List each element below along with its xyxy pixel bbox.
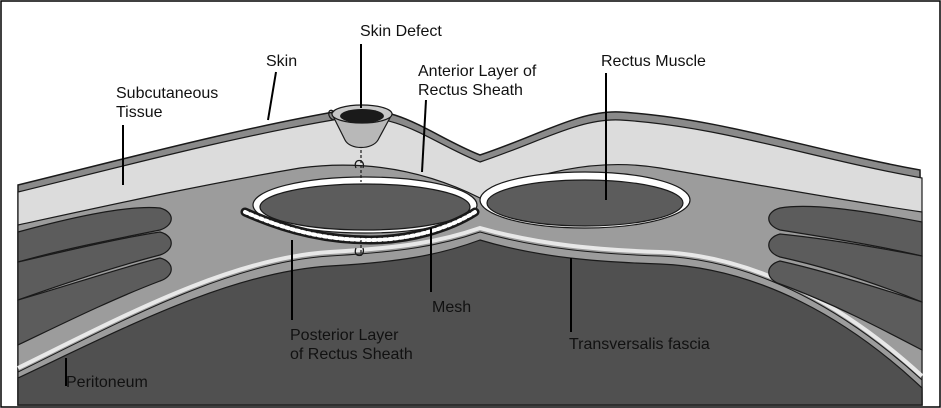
label-rectus-muscle: Rectus Muscle [601, 52, 706, 71]
label-skin: Skin [266, 52, 297, 71]
label-posterior-line2: of Rectus Sheath [290, 345, 413, 364]
right-rectus-muscle [487, 180, 683, 226]
label-anterior-layer: Anterior Layer of Rectus Sheath [418, 62, 536, 100]
left-rectus-muscle [260, 184, 470, 230]
label-subcutaneous-tissue: Subcutaneous Tissue [116, 84, 218, 122]
label-mesh: Mesh [432, 298, 471, 317]
label-transversalis-fascia: Transversalis fascia [569, 335, 710, 354]
label-anterior-line2: Rectus Sheath [418, 81, 536, 100]
label-subcutaneous-line1: Subcutaneous [116, 84, 218, 103]
label-subcutaneous-line2: Tissue [116, 103, 218, 122]
label-posterior-layer: Posterior Layer of Rectus Sheath [290, 326, 413, 364]
label-peritoneum: Peritoneum [66, 373, 148, 392]
label-skin-defect: Skin Defect [360, 22, 442, 41]
label-posterior-line1: Posterior Layer [290, 326, 413, 345]
label-anterior-line1: Anterior Layer of [418, 62, 536, 81]
